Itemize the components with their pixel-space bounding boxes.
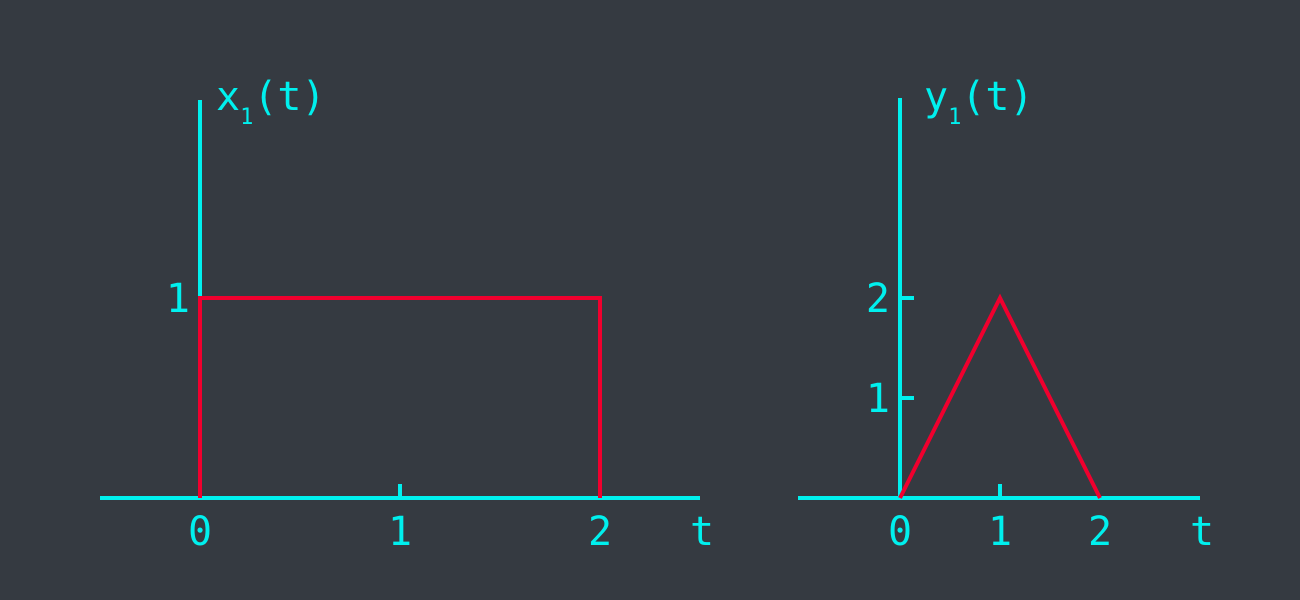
signal-x1-line <box>198 296 602 498</box>
y-tick-label: 1 <box>166 276 190 322</box>
x-tick-label: 2 <box>588 509 612 555</box>
plot-x1: 0 1 2 1 t x1(t) <box>100 74 714 555</box>
x-axis-label: t <box>1190 509 1214 555</box>
x-tick-label: 1 <box>388 509 412 555</box>
x-tick-label: 0 <box>888 509 912 555</box>
y-tick-labels: 1 <box>166 276 190 322</box>
y-tick-label: 2 <box>866 276 890 322</box>
x-axis-label: t <box>690 509 714 555</box>
x-tick-label: 0 <box>188 509 212 555</box>
y-tick-labels: 12 <box>866 276 890 422</box>
y-tick-label: 1 <box>866 376 890 422</box>
x-tick-labels: 0 1 2 <box>188 509 612 555</box>
x-tick-labels: 0 1 2 <box>888 509 1112 555</box>
signal-y1-line <box>898 293 1102 499</box>
y-tick-marks <box>900 296 914 400</box>
x-tick-label: 1 <box>988 509 1012 555</box>
x-tick-label: 2 <box>1088 509 1112 555</box>
y-axis-label: y1(t) <box>924 74 1034 130</box>
y-axis-label: x1(t) <box>216 74 326 130</box>
